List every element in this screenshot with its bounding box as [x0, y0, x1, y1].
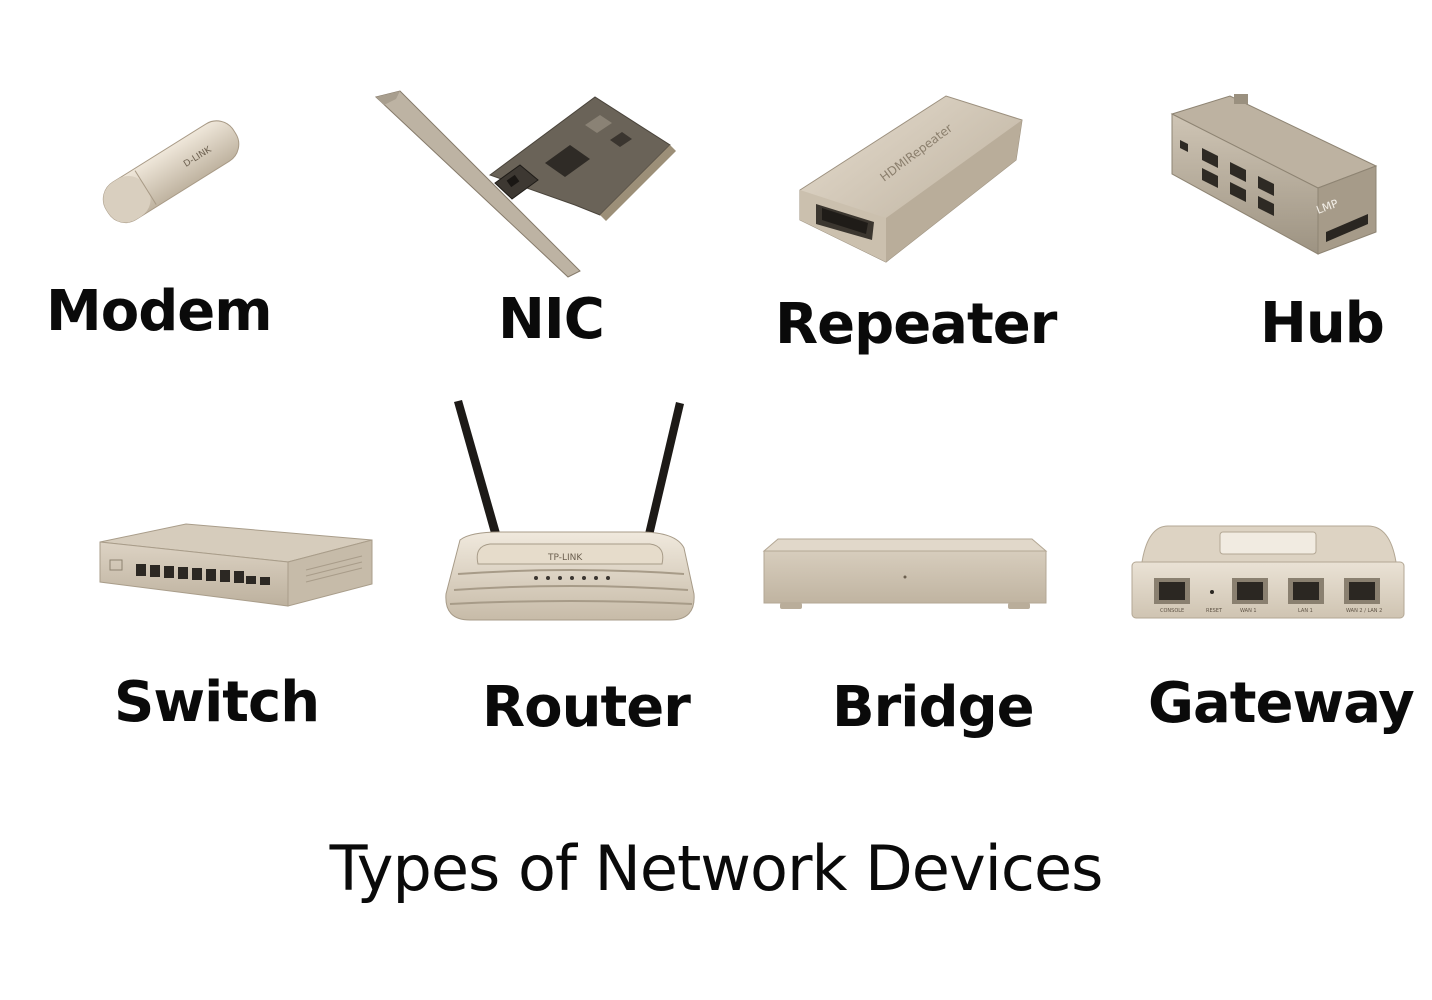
- wireless-router-icon: TP-LINK: [445, 400, 695, 621]
- network-bridge-icon: [762, 538, 1048, 609]
- device-label-hub: Hub: [1260, 291, 1385, 356]
- device-label-nic: NIC: [498, 287, 605, 352]
- device-label-switch: Switch: [114, 670, 320, 735]
- gateway-port-label-reset: RESET: [1206, 608, 1223, 614]
- device-label-repeater: Repeater: [775, 292, 1057, 357]
- gateway-port-label-wan2: WAN 2 / LAN 2: [1346, 608, 1382, 614]
- router-device: TP-LINK: [440, 398, 700, 626]
- page-title: Types of Network Devices: [329, 832, 1104, 905]
- device-label-modem: Modem: [46, 279, 273, 344]
- nic-card-icon: [374, 90, 676, 278]
- device-label-bridge: Bridge: [832, 675, 1035, 740]
- switch-device: [96, 520, 376, 610]
- network-switch-icon: [99, 523, 373, 607]
- repeater-device: HDMIRepeater: [796, 90, 1026, 270]
- modem-icon: D-LINK: [102, 120, 240, 224]
- device-label-router: Router: [482, 675, 691, 740]
- device-label-gateway: Gateway: [1148, 671, 1415, 736]
- gateway-icon: CONSOLE RESET WAN 1 LAN 1 WAN 2 / LAN 2: [1131, 525, 1405, 619]
- usb-hub-icon: LMP: [1170, 94, 1378, 255]
- gateway-device: CONSOLE RESET WAN 1 LAN 1 WAN 2 / LAN 2: [1128, 522, 1408, 622]
- hub-device: LMP: [1168, 92, 1383, 262]
- gateway-port-label-console: CONSOLE: [1160, 608, 1184, 614]
- modem-device: D-LINK: [90, 105, 250, 235]
- gateway-port-label-wan1: WAN 1: [1240, 608, 1257, 614]
- repeater-icon: HDMIRepeater: [799, 95, 1023, 263]
- bridge-device: [760, 535, 1050, 615]
- nic-device: [370, 85, 676, 280]
- router-brand-text: TP-LINK: [547, 553, 583, 563]
- gateway-port-label-lan1: LAN 1: [1298, 608, 1313, 614]
